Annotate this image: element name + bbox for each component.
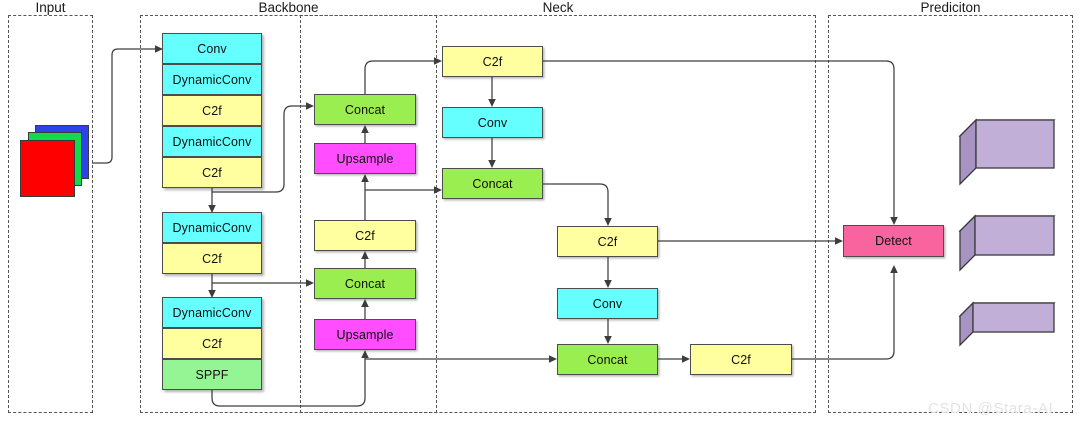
backbone-group-1: Conv DynamicConv C2f DynamicConv C2f — [162, 33, 262, 188]
neck-c2f-3[interactable]: C2f — [690, 344, 792, 375]
neck-conv-1[interactable]: Conv — [442, 107, 543, 138]
backbone-group-2: DynamicConv C2f — [162, 212, 262, 274]
input-image-stack — [18, 125, 90, 200]
watermark: CSDN @Stara-AI — [928, 400, 1054, 417]
prediction-output-large — [958, 118, 1058, 190]
prediction-output-medium — [958, 214, 1058, 276]
backbone-block-dynamicconv-1[interactable]: DynamicConv — [162, 64, 262, 95]
backbone-group-3: DynamicConv C2f SPPF — [162, 297, 262, 390]
prediction-output-small — [958, 301, 1058, 351]
neck-c2f-top[interactable]: C2f — [442, 46, 543, 77]
neck-upsample-2[interactable]: Upsample — [314, 319, 416, 350]
section-label-input: Input — [35, 0, 66, 15]
backbone-block-dynamicconv-2[interactable]: DynamicConv — [162, 126, 262, 157]
backbone-block-sppf[interactable]: SPPF — [162, 359, 262, 390]
neck-upsample-1[interactable]: Upsample — [314, 143, 416, 174]
input-channel-red — [20, 140, 75, 197]
neck-conv-2[interactable]: Conv — [557, 288, 658, 319]
neck-concat-3[interactable]: Concat — [442, 168, 543, 199]
backbone-block-conv[interactable]: Conv — [162, 33, 262, 64]
section-label-prediction: Prediciton — [920, 0, 981, 15]
section-backbone — [140, 15, 437, 413]
detect-block[interactable]: Detect — [843, 225, 944, 257]
section-label-neck: Neck — [542, 0, 574, 15]
section-label-backbone: Backbone — [258, 0, 319, 15]
neck-c2f-2[interactable]: C2f — [557, 226, 658, 257]
backbone-block-c2f-3[interactable]: C2f — [162, 243, 262, 274]
section-input — [8, 15, 93, 413]
backbone-block-c2f-4[interactable]: C2f — [162, 328, 262, 359]
backbone-block-dynamicconv-3[interactable]: DynamicConv — [162, 212, 262, 243]
neck-concat-1[interactable]: Concat — [314, 94, 416, 125]
backbone-block-c2f-2[interactable]: C2f — [162, 157, 262, 188]
backbone-block-c2f-1[interactable]: C2f — [162, 95, 262, 126]
neck-concat-4[interactable]: Concat — [557, 344, 658, 375]
neck-c2f-1[interactable]: C2f — [314, 220, 416, 251]
neck-concat-2[interactable]: Concat — [314, 268, 416, 299]
backbone-block-dynamicconv-4[interactable]: DynamicConv — [162, 297, 262, 328]
